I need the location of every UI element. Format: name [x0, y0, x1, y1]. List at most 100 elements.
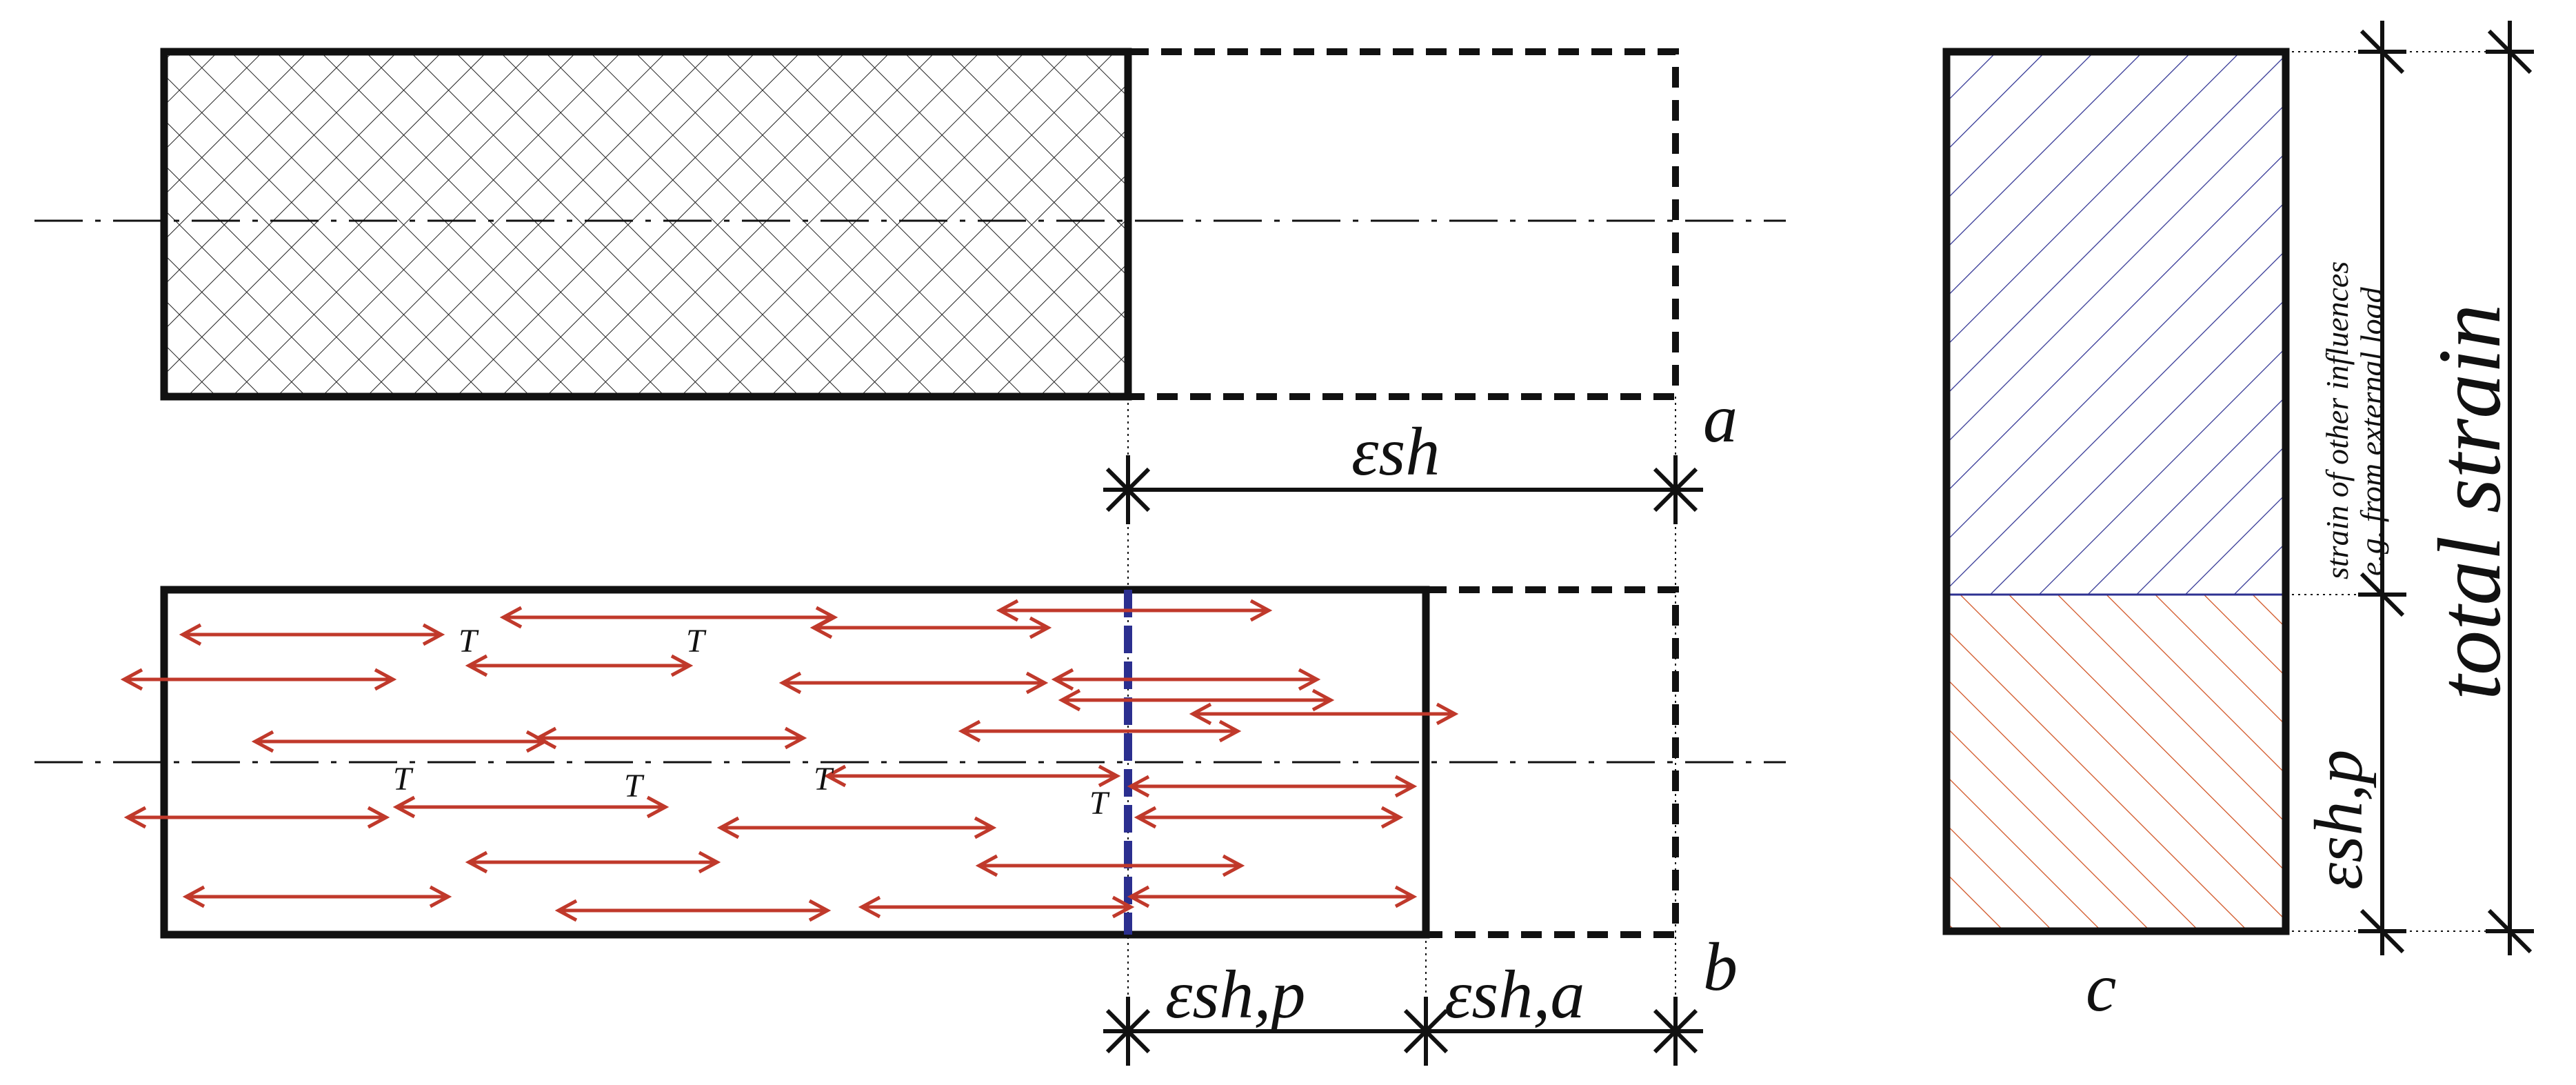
arrowhead: [1394, 885, 1418, 908]
dimension-ticks-a: [1105, 455, 1698, 524]
tension-force-label: T: [393, 761, 414, 797]
arrowhead: [996, 599, 1019, 622]
dimension-label-esh-a: εsh,a: [1445, 956, 1584, 1033]
tension-arrow: [1058, 688, 1335, 712]
arrowhead: [499, 606, 523, 629]
panel-b: T T T T T T εsh,p εsh,a b: [34, 586, 1786, 1066]
arrowhead: [554, 899, 578, 922]
arrowhead: [251, 730, 274, 753]
arrowhead: [1029, 616, 1052, 639]
tension-force-label: T: [686, 623, 707, 659]
arrowhead: [1189, 702, 1212, 726]
tension-force-label: T: [624, 768, 645, 804]
tension-arrow: [1127, 775, 1418, 798]
total-strain-label: total strain: [2420, 304, 2519, 700]
tension-arrow: [251, 730, 549, 753]
panel-label-b: b: [1703, 928, 1738, 1005]
arrowhead: [646, 795, 670, 819]
original-length-outline-a: [1128, 48, 1679, 400]
dimension-ticks-b: [1105, 997, 1698, 1066]
arrowhead: [858, 895, 881, 919]
arrowhead: [778, 671, 802, 695]
tension-arrow: [809, 616, 1052, 639]
free-shrinkage-specimen: [160, 48, 1132, 401]
panel-label-c: c: [2086, 949, 2116, 1026]
arrowhead: [374, 668, 397, 691]
arrowhead: [1111, 895, 1135, 919]
arrowhead: [958, 719, 981, 743]
arrowhead: [1058, 688, 1081, 712]
tension-arrow: [123, 806, 390, 829]
tension-arrow: [465, 654, 694, 677]
tension-arrow: [1127, 885, 1418, 908]
arrowhead: [670, 654, 694, 677]
tension-arrow: [858, 895, 1135, 919]
tension-arrow: [179, 623, 445, 646]
tension-force-label: T: [1089, 785, 1110, 822]
tension-arrow: [778, 671, 1049, 695]
tension-arrow: [392, 795, 670, 819]
other-influences-region: [1946, 52, 2286, 595]
arrowhead: [1127, 775, 1150, 798]
tension-arrow: [499, 606, 838, 629]
tension-arrow: [1189, 702, 1459, 726]
strain-dimension-lines: [2358, 21, 2534, 955]
arrowhead: [422, 623, 445, 646]
arrowhead: [465, 850, 488, 874]
arrowhead: [392, 795, 416, 819]
tension-arrow: [554, 899, 832, 922]
panel-c: strain of other influences e.g. from ext…: [1942, 21, 2534, 1026]
arrowhead: [1025, 671, 1049, 695]
tension-arrow: [465, 850, 721, 874]
arrowhead: [1127, 885, 1150, 908]
arrowhead: [1249, 599, 1273, 622]
panel-label-a: a: [1703, 380, 1738, 457]
tension-arrow: [534, 726, 807, 750]
other-influences-text-1: strain of other influences: [2320, 261, 2355, 579]
arrowhead: [784, 726, 807, 750]
arrowhead: [182, 885, 205, 908]
tension-arrow: [1051, 668, 1321, 691]
arrowhead: [698, 850, 721, 874]
tension-arrow: [975, 854, 1245, 877]
arrowhead: [1222, 854, 1245, 877]
arrowhead: [974, 816, 997, 839]
arrowhead: [823, 764, 847, 788]
panel-a: εsh a: [34, 48, 1786, 1055]
arrowhead: [367, 806, 390, 829]
dimension-label-esh: εsh: [1351, 413, 1440, 490]
arrowhead: [1394, 775, 1418, 798]
other-influences-text-2: e.g. from external load: [2354, 286, 2389, 576]
arrowhead: [975, 854, 998, 877]
shrinkage-part-region: [1946, 595, 2286, 931]
dimension-label-esh-p: εsh,p: [1165, 956, 1305, 1033]
arrowhead: [1436, 702, 1459, 726]
strain-label-esh-p: εsh,p: [2300, 750, 2377, 890]
arrowhead: [808, 899, 832, 922]
strain-bar-outline: [1942, 48, 2290, 935]
arrowhead: [1051, 668, 1074, 691]
arrowhead: [534, 726, 557, 750]
arrowhead: [1098, 764, 1121, 788]
tension-arrow: [823, 764, 1121, 788]
restrained-specimen: [160, 586, 1430, 939]
arrowhead: [120, 668, 143, 691]
tension-arrow: [1134, 806, 1404, 829]
arrowhead: [1218, 719, 1242, 743]
arrowhead: [123, 806, 147, 829]
arrowhead: [1380, 806, 1404, 829]
arrowhead: [429, 885, 452, 908]
arrowhead: [1134, 806, 1157, 829]
arrowhead: [809, 616, 833, 639]
arrowhead: [179, 623, 202, 646]
arrowhead: [1298, 668, 1321, 691]
tension-arrow: [716, 816, 997, 839]
arrowhead: [465, 654, 488, 677]
tension-arrow: [996, 599, 1273, 622]
tension-force-label: T: [814, 761, 834, 797]
tension-arrow: [958, 719, 1242, 743]
arrowhead: [716, 816, 740, 839]
arrowhead: [1311, 688, 1335, 712]
tension-force-label: T: [459, 623, 479, 659]
